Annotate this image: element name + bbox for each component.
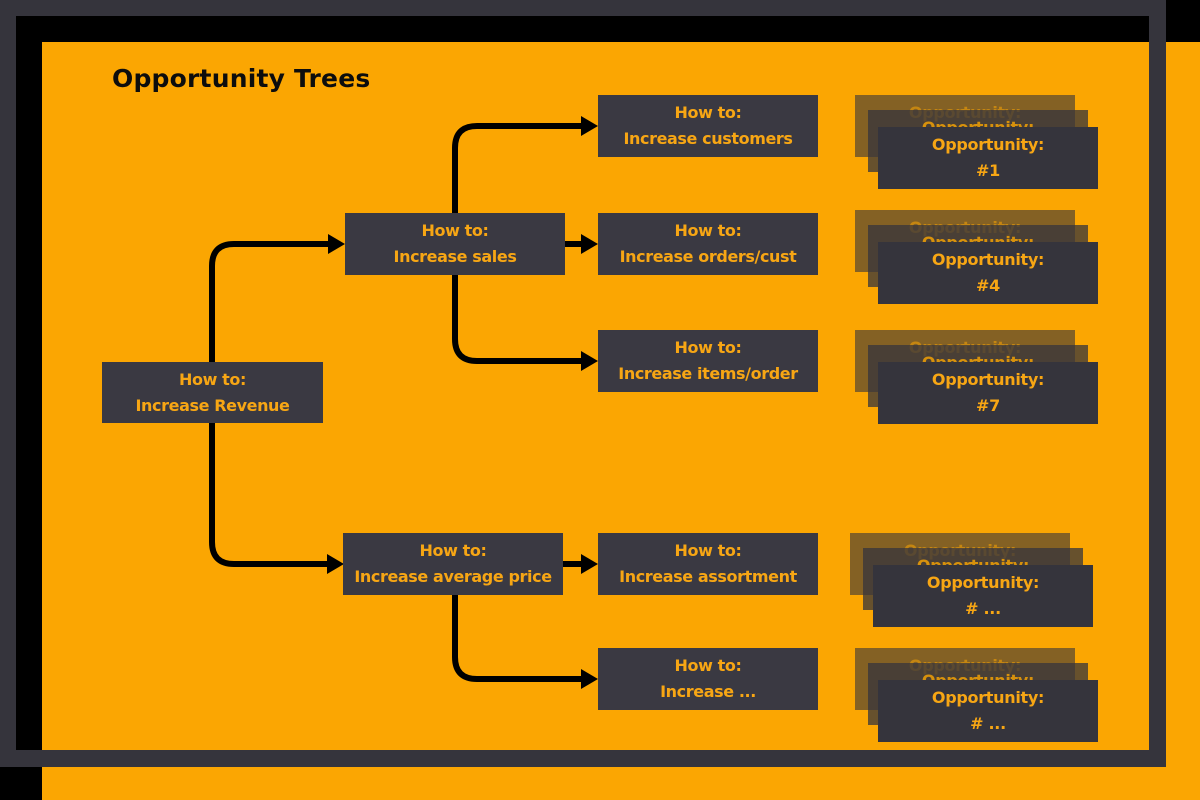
opportunity-card-front: Opportunity: # ... [878, 680, 1098, 742]
node-line2: Increase customers [623, 129, 793, 148]
page-title: Opportunity Trees [112, 64, 371, 93]
node-increase-average-price: How to: Increase average price [343, 533, 563, 595]
node-line2: Increase average price [354, 567, 552, 586]
opportunity-stack-3: Opportunity: #7 Opportunity: #7 Opportun… [855, 330, 1098, 424]
node-increase-orders-per-cust: How to: Increase orders/cust [598, 213, 818, 275]
opportunity-stack-4: Opportunity: # ... Opportunity: # ... Op… [850, 533, 1093, 627]
node-increase-more: How to: Increase ... [598, 648, 818, 710]
node-line1: How to: [674, 221, 742, 240]
opportunity-stack-2: Opportunity: #4 Opportunity: #4 Opportun… [855, 210, 1098, 304]
opportunity-card-front: Opportunity: # ... [873, 565, 1093, 627]
node-increase-items-per-order: How to: Increase items/order [598, 330, 818, 392]
node-line1: How to: [179, 369, 246, 389]
card-title: Opportunity: [931, 688, 1045, 707]
node-increase-assortment: How to: Increase assortment [598, 533, 818, 595]
card-title: Opportunity: [931, 370, 1045, 389]
card-number: #7 [976, 396, 1000, 415]
node-line2: Increase sales [393, 247, 517, 266]
card-number: #1 [976, 161, 1000, 180]
card-number: # ... [970, 714, 1006, 733]
node-increase-customers: How to: Increase customers [598, 95, 818, 157]
card-title: Opportunity: [931, 250, 1045, 269]
card-title: Opportunity: [926, 573, 1040, 592]
node-line2: Increase items/order [618, 364, 798, 383]
node-line1: How to: [674, 103, 742, 122]
opportunity-card-front: Opportunity: #4 [878, 242, 1098, 304]
opportunity-card-front: Opportunity: #1 [878, 127, 1098, 189]
opportunity-stack-1: Opportunity: #1 Opportunity: #1 Opportun… [855, 95, 1098, 189]
node-line1: How to: [674, 541, 742, 560]
node-line1: How to: [419, 541, 487, 560]
node-increase-revenue: How to: Increase Revenue [102, 362, 323, 423]
node-line2: Increase ... [660, 682, 756, 701]
card-number: # ... [965, 599, 1001, 618]
node-line2: Increase orders/cust [619, 247, 797, 266]
node-line2: Increase assortment [619, 567, 797, 586]
node-line1: How to: [674, 338, 742, 357]
node-line1: How to: [674, 656, 742, 675]
node-increase-sales: How to: Increase sales [345, 213, 565, 275]
opportunity-stack-5: Opportunity: # ... Opportunity: # ... Op… [855, 648, 1098, 742]
opportunity-card-front: Opportunity: #7 [878, 362, 1098, 424]
node-line1: How to: [421, 221, 489, 240]
card-number: #4 [976, 276, 1000, 295]
card-title: Opportunity: [931, 135, 1045, 154]
node-line2: Increase Revenue [135, 395, 290, 415]
